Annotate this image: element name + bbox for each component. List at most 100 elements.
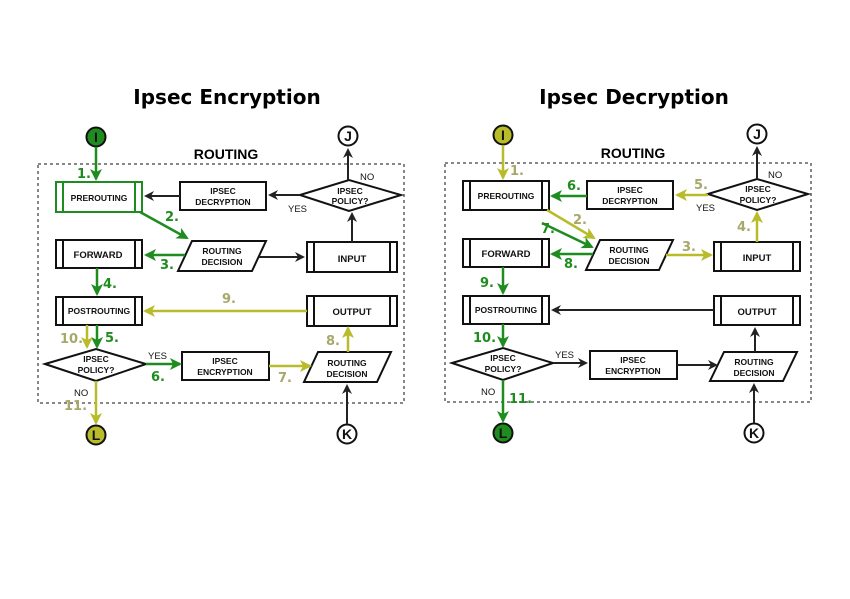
connector-l: L — [85, 424, 107, 446]
step-label-3: 3. — [160, 258, 174, 273]
svg-text:POLICY?: POLICY? — [485, 364, 522, 374]
forward-box: FORWARD — [462, 238, 550, 268]
svg-text:ENCRYPTION: ENCRYPTION — [197, 367, 252, 377]
yes-label-top: YES — [288, 204, 307, 215]
svg-text:DECRYPTION: DECRYPTION — [195, 197, 250, 207]
svg-text:ROUTING: ROUTING — [202, 246, 242, 256]
prerouting-box: PREROUTING — [462, 180, 550, 211]
connector-i: I — [492, 124, 514, 146]
ipsec-encryption-box: IPSEC ENCRYPTION — [181, 351, 270, 381]
connector-i: I — [85, 126, 107, 148]
ipsec-policy-bottom-diamond: IPSEC POLICY? — [448, 346, 557, 382]
step-label-2: 2. — [165, 210, 179, 225]
no-label-bottom: NO — [481, 387, 495, 398]
ipsec-decryption-box: IPSEC DECRYPTION — [179, 181, 267, 211]
svg-text:POLICY?: POLICY? — [740, 195, 777, 205]
step-label-8: 8. — [326, 334, 340, 349]
decryption-routing-label: ROUTING — [601, 145, 666, 161]
routing-boundary — [37, 163, 405, 404]
svg-text:OUTPUT: OUTPUT — [332, 307, 371, 318]
routing-decision-top: ROUTING DECISION — [584, 239, 675, 271]
svg-text:I: I — [94, 129, 98, 145]
connector-j: J — [337, 125, 359, 147]
no-label-top: NO — [768, 170, 782, 181]
step-label-7: 7. — [541, 222, 555, 237]
svg-text:INPUT: INPUT — [743, 253, 772, 264]
step-label-7: 7. — [278, 371, 292, 386]
svg-text:POLICY?: POLICY? — [332, 196, 369, 206]
prerouting-box: PREROUTING — [55, 181, 143, 213]
ipsec-policy-top-diamond: IPSEC POLICY? — [704, 177, 812, 212]
encryption-routing-label: ROUTING — [194, 146, 259, 162]
svg-text:INPUT: INPUT — [338, 254, 367, 265]
svg-text:IPSEC: IPSEC — [83, 354, 109, 364]
no-label-bottom: NO — [74, 388, 88, 399]
input-box: INPUT — [306, 241, 398, 273]
svg-text:DECISION: DECISION — [326, 369, 367, 379]
svg-text:DECISION: DECISION — [201, 257, 242, 267]
svg-text:J: J — [753, 126, 761, 142]
svg-text:IPSEC: IPSEC — [620, 355, 646, 365]
step-label-1: 1. — [77, 167, 91, 182]
svg-text:L: L — [499, 425, 508, 441]
step-label-5: 5. — [694, 178, 708, 193]
svg-text:IPSEC: IPSEC — [212, 356, 238, 366]
step-label-11: 11. — [509, 392, 532, 407]
ipsec-policy-bottom-diamond: IPSEC POLICY? — [41, 347, 150, 383]
step-label-4: 4. — [103, 277, 117, 292]
yes-label-top: YES — [696, 203, 715, 214]
svg-text:ROUTING: ROUTING — [327, 358, 367, 368]
input-box: INPUT — [713, 241, 801, 272]
svg-text:ENCRYPTION: ENCRYPTION — [605, 366, 660, 376]
svg-text:K: K — [749, 425, 759, 441]
connector-k: K — [743, 422, 765, 444]
svg-text:ROUTING: ROUTING — [609, 245, 649, 255]
svg-text:DECRYPTION: DECRYPTION — [602, 196, 657, 206]
output-box: OUTPUT — [713, 295, 801, 326]
svg-text:IPSEC: IPSEC — [337, 186, 363, 196]
step-label-6: 6. — [151, 370, 165, 385]
step-label-11: 11. — [64, 399, 87, 414]
encryption-diagram: Ipsec Encryption ROUTING I J K L PREROUT… — [37, 85, 405, 446]
connector-j: J — [746, 123, 768, 145]
svg-text:FORWARD: FORWARD — [482, 249, 531, 260]
ipsec-encryption-box: IPSEC ENCRYPTION — [589, 350, 678, 380]
ipsec-decryption-box: IPSEC DECRYPTION — [586, 180, 674, 210]
step-label-8: 8. — [564, 257, 578, 272]
postrouting-box: POSTROUTING — [55, 296, 143, 326]
step-label-10: 10. — [473, 331, 496, 346]
step-label-2: 2. — [573, 213, 587, 228]
decryption-diagram: Ipsec Decryption ROUTING I J K L PREROUT… — [444, 85, 812, 444]
svg-text:IPSEC: IPSEC — [617, 185, 643, 195]
routing-decision-bottom: ROUTING DECISION — [302, 351, 393, 383]
svg-text:PREROUTING: PREROUTING — [478, 191, 535, 201]
svg-text:J: J — [344, 128, 352, 144]
svg-text:IPSEC: IPSEC — [490, 353, 516, 363]
svg-text:PREROUTING: PREROUTING — [71, 193, 128, 203]
step-label-5: 5. — [105, 331, 119, 346]
encryption-title: Ipsec Encryption — [133, 85, 320, 109]
step-label-6: 6. — [567, 179, 581, 194]
yes-label-bottom: YES — [148, 351, 167, 362]
routing-boundary — [444, 162, 812, 403]
svg-text:POSTROUTING: POSTROUTING — [475, 305, 538, 315]
path-step-2 — [139, 210, 189, 240]
step-label-1: 1. — [510, 164, 524, 179]
postrouting-box: POSTROUTING — [462, 295, 550, 325]
svg-text:DECISION: DECISION — [733, 368, 774, 378]
svg-text:K: K — [342, 426, 352, 442]
decryption-title: Ipsec Decryption — [539, 85, 729, 109]
step-label-9: 9. — [222, 292, 236, 307]
connector-l: L — [492, 422, 514, 444]
path-step-2 — [546, 208, 596, 240]
no-label-top: NO — [360, 172, 374, 183]
svg-text:ROUTING: ROUTING — [734, 357, 774, 367]
svg-text:OUTPUT: OUTPUT — [737, 307, 776, 318]
routing-decision-top: ROUTING DECISION — [176, 240, 268, 272]
path-step-7 — [541, 221, 594, 249]
svg-text:DECISION: DECISION — [608, 256, 649, 266]
svg-text:IPSEC: IPSEC — [210, 186, 236, 196]
svg-text:POLICY?: POLICY? — [78, 365, 115, 375]
step-label-4: 4. — [737, 220, 751, 235]
